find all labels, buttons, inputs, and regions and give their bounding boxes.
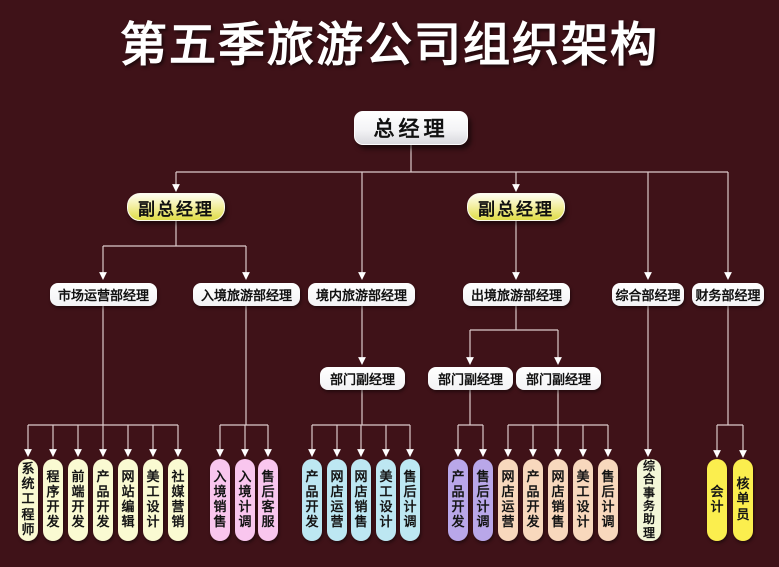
node-dept-market-operations: 市场运营部经理 xyxy=(50,283,157,306)
staff-aftersales-planning-2: 售后计调 xyxy=(473,459,493,541)
staff-systems-engineer: 系统工程师 xyxy=(18,459,38,541)
node-dept-outbound-tourism: 出境旅游部经理 xyxy=(463,283,570,306)
staff-eshop-operations-1: 网店运营 xyxy=(327,459,347,541)
node-deputy-manager-3: 部门副经理 xyxy=(516,367,601,390)
staff-label: 综合事务助理 xyxy=(642,458,655,540)
staff-label: 售后客服 xyxy=(261,469,275,531)
staff-accountant: 会计 xyxy=(707,459,727,541)
node-deputy-manager-2: 部门副经理 xyxy=(428,367,513,390)
node-deputy-gm-right: 副总经理 xyxy=(467,193,565,221)
node-dept-general-affairs: 综合部经理 xyxy=(612,283,684,306)
staff-label: 美工设计 xyxy=(576,469,590,531)
staff-label: 产品开发 xyxy=(305,469,319,531)
staff-label: 网店销售 xyxy=(354,469,368,531)
staff-label: 入境计调 xyxy=(238,469,252,531)
node-dept-domestic-tourism: 境内旅游部经理 xyxy=(308,283,415,306)
page-title: 第五季旅游公司组织架构 xyxy=(120,18,659,73)
node-general-manager: 总经理 xyxy=(354,111,468,145)
staff-eshop-sales-1: 网店销售 xyxy=(351,459,371,541)
staff-general-affairs-assistant: 综合事务助理 xyxy=(637,459,661,541)
staff-art-design-2: 美工设计 xyxy=(376,459,396,541)
staff-label: 网店运营 xyxy=(330,469,344,531)
staff-aftersales-planning-3: 售后计调 xyxy=(598,459,618,541)
staff-label: 网站编辑 xyxy=(121,469,135,531)
staff-product-dev-4: 产品开发 xyxy=(523,459,543,541)
staff-label: 网店运营 xyxy=(501,469,515,531)
staff-label: 售后计调 xyxy=(476,469,490,531)
staff-product-dev-2: 产品开发 xyxy=(302,459,322,541)
staff-product-dev-1: 产品开发 xyxy=(93,459,113,541)
staff-website-editor: 网站编辑 xyxy=(118,459,138,541)
staff-label: 会计 xyxy=(710,484,724,515)
staff-label: 网店销售 xyxy=(551,469,565,531)
staff-label: 系统工程师 xyxy=(21,462,35,538)
staff-label: 产品开发 xyxy=(526,469,540,531)
staff-label: 入境销售 xyxy=(213,469,227,531)
staff-voucher-checker: 核单员 xyxy=(733,459,753,541)
staff-eshop-operations-2: 网店运营 xyxy=(498,459,518,541)
staff-label: 前端开发 xyxy=(71,469,85,531)
staff-inbound-sales: 入境销售 xyxy=(210,459,230,541)
staff-product-dev-3: 产品开发 xyxy=(448,459,468,541)
node-deputy-gm-left: 副总经理 xyxy=(127,193,225,221)
staff-frontend-dev: 前端开发 xyxy=(68,459,88,541)
staff-aftersales-planning-1: 售后计调 xyxy=(400,459,420,541)
staff-eshop-sales-2: 网店销售 xyxy=(548,459,568,541)
staff-program-dev: 程序开发 xyxy=(43,459,63,541)
staff-art-design-3: 美工设计 xyxy=(573,459,593,541)
staff-label: 社媒营销 xyxy=(171,469,185,531)
staff-aftersales-service: 售后客服 xyxy=(258,459,278,541)
staff-label: 产品开发 xyxy=(96,469,110,531)
staff-label: 美工设计 xyxy=(146,469,160,531)
node-dept-inbound-tourism: 入境旅游部经理 xyxy=(193,283,300,306)
staff-social-media-marketing: 社媒营销 xyxy=(168,459,188,541)
staff-label: 美工设计 xyxy=(379,469,393,531)
node-deputy-manager-1: 部门副经理 xyxy=(320,367,405,390)
staff-inbound-planning: 入境计调 xyxy=(235,459,255,541)
staff-label: 售后计调 xyxy=(403,469,417,531)
staff-label: 程序开发 xyxy=(46,469,60,531)
staff-label: 产品开发 xyxy=(451,469,465,531)
node-dept-finance: 财务部经理 xyxy=(692,283,764,306)
staff-art-design-1: 美工设计 xyxy=(143,459,163,541)
staff-label: 售后计调 xyxy=(601,469,615,531)
staff-label: 核单员 xyxy=(736,477,750,523)
